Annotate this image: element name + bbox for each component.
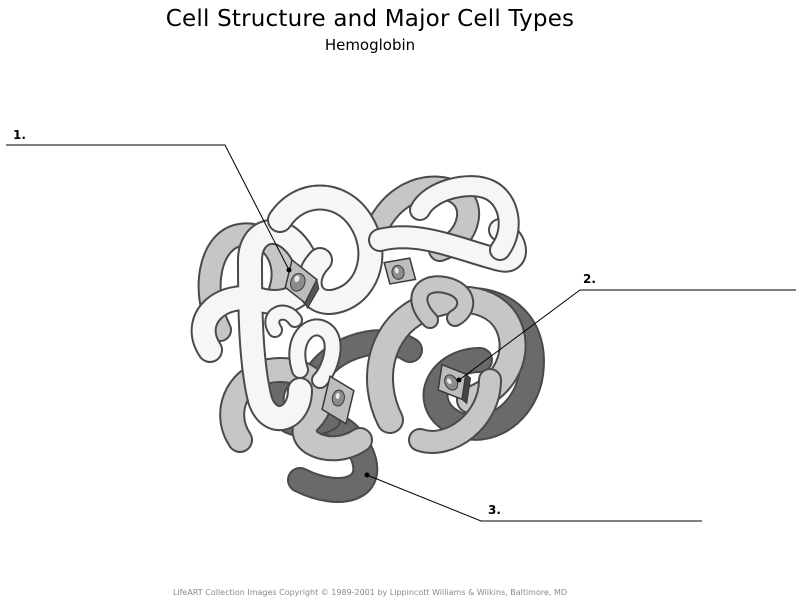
label-number-1: 1. [13,128,26,142]
page-subtitle: Hemoglobin [324,36,416,54]
leader-dot-1 [286,267,292,273]
heme-group [437,363,472,405]
leader-line-3 [366,474,702,522]
copyright-credit: LifeART Collection Images Copyright © 19… [172,588,568,597]
label-number-2: 2. [583,272,596,286]
light-chain [190,175,527,432]
mid-chain [197,175,527,462]
protein-ribbons [190,175,545,503]
heme-group [383,257,417,285]
leader-line-1 [6,144,290,271]
page-title: Cell Structure and Major Cell Types [165,6,575,32]
heme-group [321,375,355,425]
leader-dot-2 [456,377,462,383]
leader-line-2 [458,289,796,381]
heme-group [284,258,320,310]
label-number-3: 3. [488,503,501,517]
leader-dot-3 [364,472,370,478]
leader-lines [6,144,796,522]
heme-groups [284,257,472,425]
